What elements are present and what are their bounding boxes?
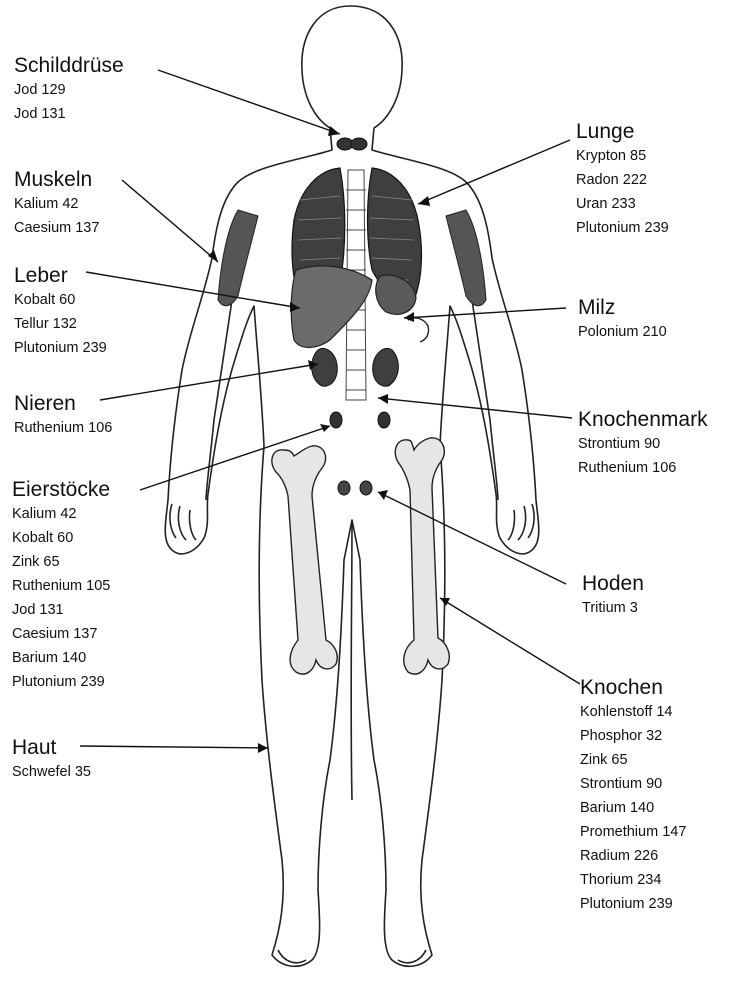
isotope-list: Kalium 42 Caesium 137: [14, 192, 99, 240]
thyroid-shape: [337, 138, 367, 150]
organ-title: Schilddrüse: [14, 54, 124, 78]
testis-shapes: [338, 481, 372, 495]
isotope-list: Krypton 85 Radon 222 Uran 233 Plutonium …: [576, 144, 669, 240]
isotope-list: Jod 129 Jod 131: [14, 78, 124, 126]
organ-title: Haut: [12, 736, 91, 760]
label-hoden: Hoden Tritium 3: [582, 572, 644, 620]
line-muskeln: [122, 180, 218, 262]
label-leber: Leber Kobalt 60 Tellur 132 Plutonium 239: [14, 264, 107, 360]
ovary-shapes: [330, 412, 390, 428]
line-milz: [404, 308, 566, 318]
isotope: Barium 140: [580, 796, 686, 820]
isotope: Tritium 3: [582, 596, 644, 620]
pelvis-hook: [408, 318, 429, 342]
line-knochenmark: [378, 398, 572, 418]
isotope: Ruthenium 105: [12, 574, 110, 598]
organ-title: Leber: [14, 264, 107, 288]
isotope: Plutonium 239: [14, 336, 107, 360]
isotope: Uran 233: [576, 192, 669, 216]
label-schilddruese: Schilddrüse Jod 129 Jod 131: [14, 54, 124, 126]
isotope: Ruthenium 106: [14, 416, 112, 440]
isotope: Strontium 90: [580, 772, 686, 796]
label-muskeln: Muskeln Kalium 42 Caesium 137: [14, 168, 99, 240]
isotope: Polonium 210: [578, 320, 667, 344]
isotope-list: Polonium 210: [578, 320, 667, 344]
organ-title: Eierstöcke: [12, 478, 110, 502]
label-knochen: Knochen Kohlenstoff 14 Phosphor 32 Zink …: [580, 676, 686, 916]
isotope: Zink 65: [580, 748, 686, 772]
line-haut: [80, 746, 268, 748]
isotope: Thorium 234: [580, 868, 686, 892]
isotope: Kalium 42: [12, 502, 110, 526]
body-outline: [165, 6, 539, 966]
isotope-list: Schwefel 35: [12, 760, 91, 784]
isotope-list: Kobalt 60 Tellur 132 Plutonium 239: [14, 288, 107, 360]
isotope: Radon 222: [576, 168, 669, 192]
label-knochenmark: Knochenmark Strontium 90 Ruthenium 106: [578, 408, 708, 480]
label-milz: Milz Polonium 210: [578, 296, 667, 344]
organ-title: Muskeln: [14, 168, 99, 192]
organ-title: Lunge: [576, 120, 669, 144]
isotope: Caesium 137: [14, 216, 99, 240]
label-eierstoecke: Eierstöcke Kalium 42 Kobalt 60 Zink 65 R…: [12, 478, 110, 694]
isotope: Plutonium 239: [12, 670, 110, 694]
line-leber: [86, 272, 300, 308]
isotope: Jod 131: [12, 598, 110, 622]
isotope-list: Ruthenium 106: [14, 416, 112, 440]
isotope: Jod 129: [14, 78, 124, 102]
isotope: Kobalt 60: [14, 288, 107, 312]
isotope: Zink 65: [12, 550, 110, 574]
organ-title: Milz: [578, 296, 667, 320]
label-lunge: Lunge Krypton 85 Radon 222 Uran 233 Plut…: [576, 120, 669, 240]
isotope-list: Kalium 42 Kobalt 60 Zink 65 Ruthenium 10…: [12, 502, 110, 694]
isotope: Phosphor 32: [580, 724, 686, 748]
isotope: Jod 131: [14, 102, 124, 126]
isotope: Schwefel 35: [12, 760, 91, 784]
organ-title: Hoden: [582, 572, 644, 596]
line-schilddruese: [158, 70, 340, 134]
isotope: Kobalt 60: [12, 526, 110, 550]
isotope: Radium 226: [580, 844, 686, 868]
isotope: Krypton 85: [576, 144, 669, 168]
isotope: Barium 140: [12, 646, 110, 670]
isotope-list: Strontium 90 Ruthenium 106: [578, 432, 708, 480]
organ-title: Nieren: [14, 392, 112, 416]
organ-title: Knochenmark: [578, 408, 708, 432]
bone-shapes: [272, 438, 449, 674]
isotope: Kalium 42: [14, 192, 99, 216]
line-nieren: [100, 364, 318, 400]
isotope: Tellur 132: [14, 312, 107, 336]
organ-title: Knochen: [580, 676, 686, 700]
line-knochen: [440, 598, 580, 684]
isotope: Caesium 137: [12, 622, 110, 646]
line-lunge: [418, 140, 570, 204]
label-nieren: Nieren Ruthenium 106: [14, 392, 112, 440]
label-haut: Haut Schwefel 35: [12, 736, 91, 784]
isotope: Plutonium 239: [580, 892, 686, 916]
isotope: Kohlenstoff 14: [580, 700, 686, 724]
isotope-list: Kohlenstoff 14 Phosphor 32 Zink 65 Stron…: [580, 700, 686, 916]
isotope-list: Tritium 3: [582, 596, 644, 620]
isotope: Ruthenium 106: [578, 456, 708, 480]
isotope: Promethium 147: [580, 820, 686, 844]
isotope: Strontium 90: [578, 432, 708, 456]
isotope: Plutonium 239: [576, 216, 669, 240]
